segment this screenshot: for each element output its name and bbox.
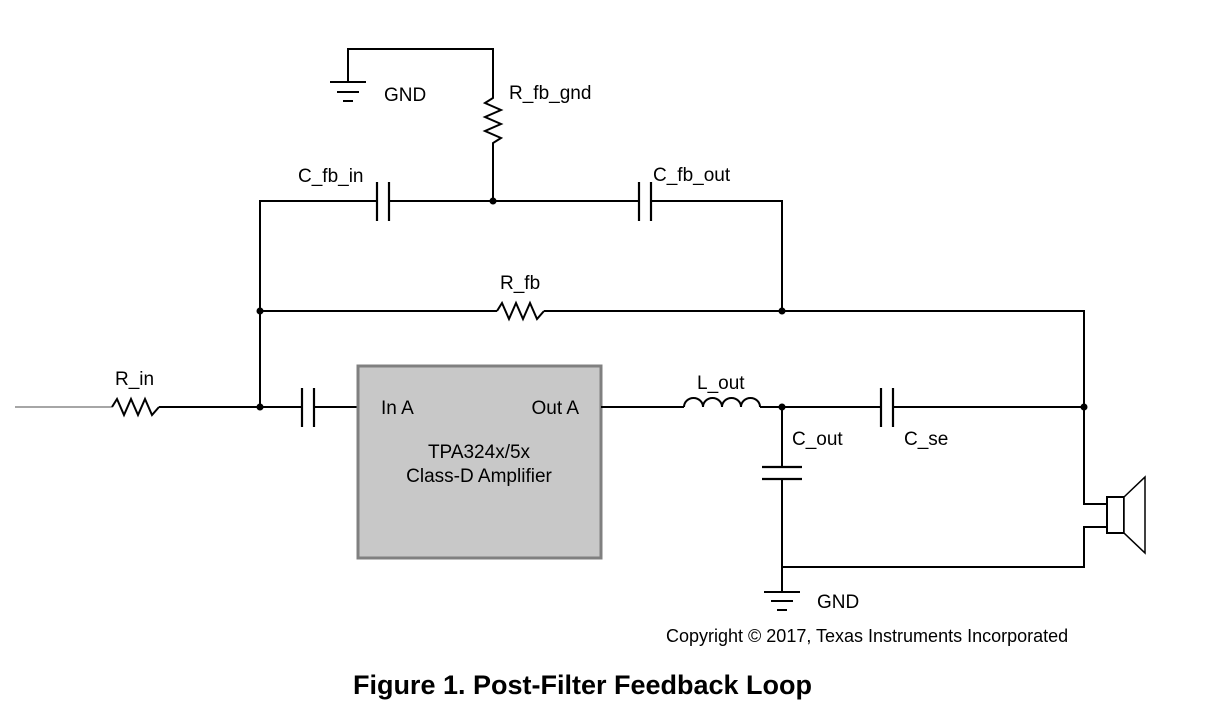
wire-rfb-right	[544, 310, 1085, 407]
label-r-in: R_in	[115, 369, 154, 390]
resistor-r-fb-gnd	[482, 88, 504, 150]
gnd-symbol-top	[330, 81, 366, 102]
input-path	[15, 388, 358, 427]
label-l-out: L_out	[697, 373, 745, 394]
gnd-label-bottom: GND	[817, 592, 859, 613]
feedback-resistor-row	[260, 300, 1085, 407]
resistor-r-in	[111, 396, 160, 418]
label-c-se: C_se	[904, 429, 948, 450]
gnd-symbol-bottom	[764, 591, 800, 611]
label-r-fb: R_fb	[500, 273, 540, 294]
label-c-fb-out: C_fb_out	[653, 165, 731, 186]
wire-right-to-speaker-top	[1083, 407, 1107, 505]
top-ground-branch	[330, 48, 504, 201]
amp-input-pin-label: In A	[381, 398, 414, 419]
wire-left-upper	[259, 200, 377, 407]
wire-top-gnd-loop	[347, 48, 494, 88]
amplifier-block	[356, 364, 603, 560]
speaker-icon	[1106, 475, 1146, 555]
output-path	[601, 388, 1107, 611]
label-c-out: C_out	[792, 429, 843, 450]
feedback-cap-row	[259, 182, 783, 407]
junction-dots	[256, 197, 1088, 411]
wire-speaker-return	[782, 526, 1107, 568]
figure-caption: Figure 1. Post-Filter Feedback Loop	[352, 670, 813, 700]
label-r-fb-gnd: R_fb_gnd	[509, 83, 591, 104]
label-c-fb-in: C_fb_in	[298, 166, 364, 187]
wire-right-upper	[651, 200, 783, 311]
amp-name-line1: TPA324x/5x	[428, 442, 531, 463]
resistor-r-fb	[496, 300, 545, 322]
copyright-notice: Copyright © 2017, Texas Instruments Inco…	[666, 626, 1069, 646]
amp-name-line2: Class-D Amplifier	[406, 466, 552, 487]
amp-output-pin-label: Out A	[531, 398, 579, 419]
inductor-l-out	[683, 397, 761, 408]
gnd-label-top: GND	[384, 85, 426, 106]
